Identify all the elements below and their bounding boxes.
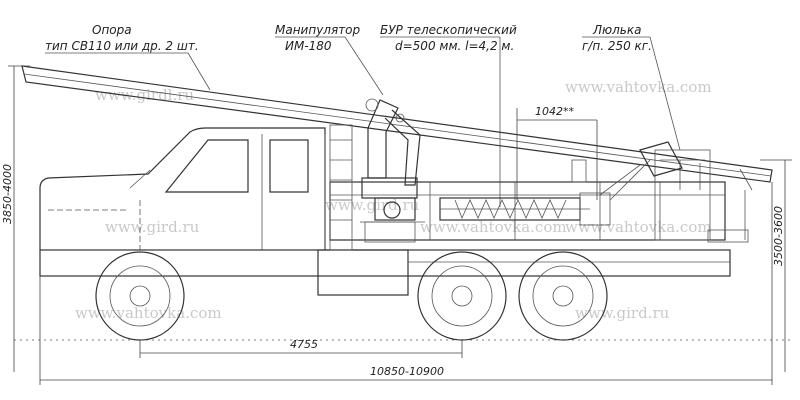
front-wheel [95,251,185,341]
rear-wheel-2 [518,251,608,341]
dimension-wheelbase: 4755 [139,338,463,358]
support-pole [21,65,773,191]
watermarks: www.girdl.ru www.vahtovka.com www.vahtov… [75,78,712,322]
rear-wheel-1 [417,251,507,341]
drill-title: БУР телескопический [380,23,517,37]
rear-body [329,124,749,251]
support-desc: тип СВ110 или др. 2 шт. [45,39,199,53]
callout-manipulator: Манипулятор ИМ-180 [275,23,384,96]
wheelbase-label: 4755 [290,338,318,351]
overall-length-label: 10850-10900 [370,365,444,378]
wheels [95,251,608,341]
support-spacing-label: 1042** [535,105,574,118]
manipulator-title: Манипулятор [275,23,361,37]
height-left-label: 3850-4000 [1,164,14,224]
watermark-8: www.gird.ru [105,218,200,236]
callout-basket: Люлька г/п. 250 кг. [582,23,681,151]
manipulator-model: ИМ-180 [285,39,332,53]
dimension-height-right: 3500-3600 [760,159,792,372]
basket-title: Люлька [592,23,641,37]
dimension-overall-length: 10850-10900 [39,182,773,385]
watermark-5: www.gird.ru [325,196,420,214]
watermark-2: www.vahtovka.com [565,78,712,96]
support-title: Опора [92,23,132,37]
aerial-basket [571,141,683,201]
manipulator-crane [360,98,425,243]
watermark-6: www.vahtovka.com [420,218,567,236]
callout-drill: БУР телескопический d=500 мм. l=4,2 м. [380,23,517,207]
watermark-3: www.vahtovka.com [75,304,222,322]
basket-desc: г/п. 250 кг. [582,39,652,53]
watermark-4: www.gird.ru [575,304,670,322]
telescopic-drill [439,192,611,226]
dimension-support-spacing: 1042** [516,105,598,200]
watermark-1: www.girdl.ru [95,86,194,104]
height-right-label: 3500-3600 [772,206,785,266]
truck-chassis [39,249,731,296]
callout-support: Опора тип СВ110 или др. 2 шт. [45,23,211,91]
drill-desc: d=500 мм. l=4,2 м. [395,39,514,53]
dimension-height-left: 3850-4000 [1,65,30,372]
watermark-7: www.vahtovka.com [565,218,712,236]
